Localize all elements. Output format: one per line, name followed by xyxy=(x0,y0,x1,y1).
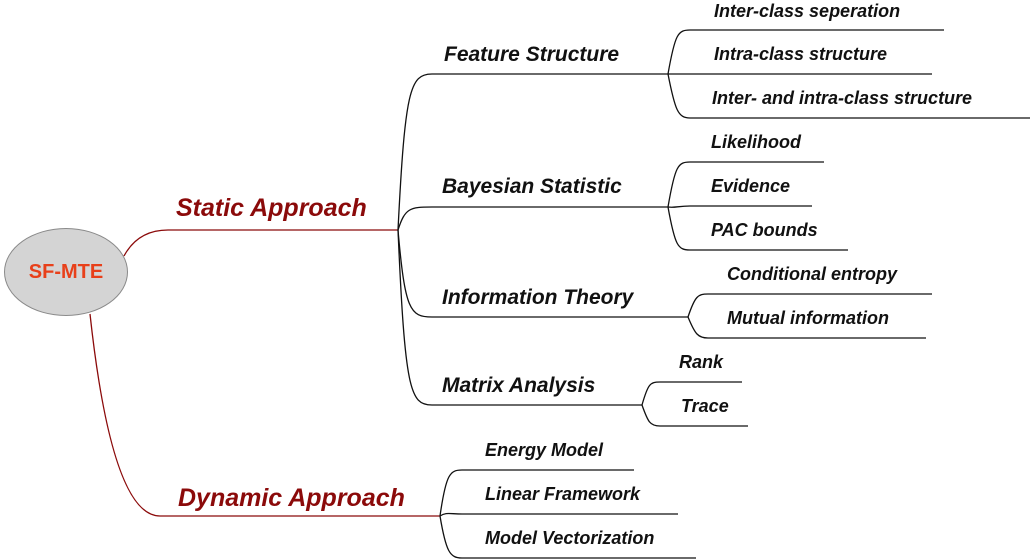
connector-feature-3 xyxy=(667,73,1030,119)
node-feature-structure: Feature Structure xyxy=(444,43,620,66)
leaf-pac-bounds: PAC bounds xyxy=(711,220,818,240)
connector-static-information xyxy=(397,229,688,318)
node-information-theory: Information Theory xyxy=(442,286,634,309)
leaf-energy-model: Energy Model xyxy=(485,440,604,460)
connector-bayesian-3 xyxy=(667,206,848,251)
connector-matrix-2 xyxy=(641,404,748,427)
branch-dynamic-approach: Dynamic Approach xyxy=(178,484,405,512)
leaf-inter-intra-class-structure: Inter- and intra-class structure xyxy=(712,88,973,108)
node-matrix-analysis: Matrix Analysis xyxy=(442,374,596,397)
connector-dynamic-1 xyxy=(439,469,634,517)
leaf-conditional-entropy: Conditional entropy xyxy=(727,264,897,284)
connector-bayesian-1 xyxy=(667,161,824,208)
connector-matrix-1 xyxy=(641,381,742,406)
leaf-inter-class-seperation: Inter-class seperation xyxy=(714,1,901,21)
leaf-likelihood: Likelihood xyxy=(711,132,801,152)
leaf-evidence: Evidence xyxy=(711,176,791,196)
connector-information-1 xyxy=(687,293,932,318)
node-bayesian-statistic: Bayesian Statistic xyxy=(442,175,622,198)
connector-dynamic-3 xyxy=(439,515,696,559)
connector-information-2 xyxy=(687,316,926,339)
leaf-model-vectorization: Model Vectorization xyxy=(485,528,655,548)
branch-static-approach: Static Approach xyxy=(176,194,367,222)
connector-root-dynamic xyxy=(89,313,440,517)
connector-static-feature xyxy=(397,73,668,231)
leaf-mutual-information: Mutual information xyxy=(727,308,889,328)
leaf-linear-framework: Linear Framework xyxy=(485,484,641,504)
root-label: SF-MTE xyxy=(28,260,104,283)
root-node: SF-MTE xyxy=(4,228,128,316)
connector-dynamic-2 xyxy=(439,512,678,517)
leaf-trace: Trace xyxy=(681,396,729,416)
leaf-intra-class-structure: Intra-class structure xyxy=(714,44,888,64)
connector-static-bayesian xyxy=(397,206,668,231)
connector-static-matrix xyxy=(397,229,642,406)
connector-bayesian-2 xyxy=(667,205,812,208)
connector-root-static xyxy=(123,229,398,257)
leaf-rank: Rank xyxy=(679,352,724,372)
connector-feature-1 xyxy=(667,29,944,75)
